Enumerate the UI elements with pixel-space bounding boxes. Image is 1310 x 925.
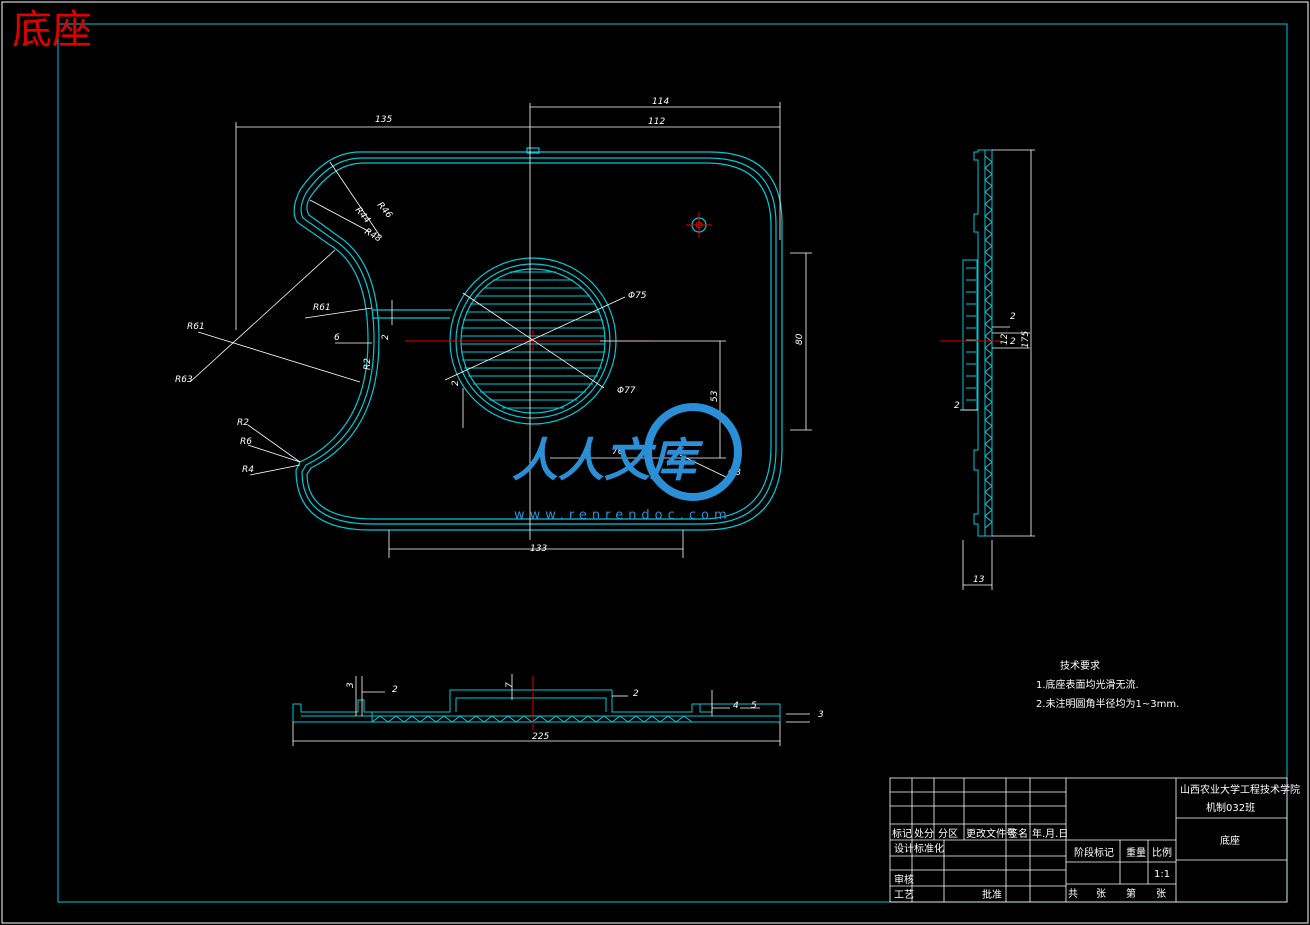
dim-r6: R6	[240, 437, 252, 447]
dim-12: 12	[1000, 333, 1010, 345]
dim-3-section: 3	[346, 682, 356, 688]
drawing-title: 底座	[12, 7, 92, 53]
tb-total: 共	[1068, 888, 1078, 900]
watermark-url: www.renrendoc.com	[514, 508, 732, 523]
tb-class: 机制032班	[1206, 801, 1255, 814]
dim-2-section-right: 2	[633, 689, 639, 699]
dim-r48: R48	[363, 227, 384, 245]
tb-sheets: 张	[1096, 888, 1106, 900]
dim-7: 7	[505, 682, 515, 688]
tb-rev-5: 年.月.日	[1032, 827, 1068, 840]
dim-r2: R2	[237, 418, 249, 428]
watermark: 人人文库 www.renrendoc.com	[512, 403, 742, 523]
dim-r4: R4	[242, 465, 254, 475]
tb-rev-2: 分区	[938, 828, 958, 840]
tech-item-1: 1.底座表面均光滑无流.	[1036, 678, 1139, 691]
watermark-text: 人人文库	[512, 433, 704, 487]
dim-phi75: Φ75	[628, 291, 647, 301]
dim-80: 80	[795, 333, 805, 345]
tech-requirements: 技术要求 1.底座表面均光滑无流. 2.未注明圆角半径均为1~3mm.	[1036, 659, 1179, 710]
dim-2-circle: 2	[451, 380, 461, 386]
dim-114: 114	[652, 97, 669, 107]
tb-standardize: 标准化	[914, 842, 944, 855]
tb-stage-mark: 阶段标记	[1074, 846, 1114, 859]
tb-rev-0: 标记	[892, 828, 912, 840]
side-view: 175 13 2 2 12 2	[940, 149, 1035, 590]
tb-process: 工艺	[894, 889, 914, 901]
dim-phi77: Φ77	[617, 386, 636, 396]
tb-school: 山西农业大学工程技术学院	[1180, 783, 1300, 796]
tb-sheet: 张	[1156, 888, 1166, 900]
tb-scale-value: 1:1	[1154, 869, 1170, 880]
tb-part-name: 底座	[1220, 834, 1240, 847]
tb-review: 审核	[894, 873, 914, 886]
tech-heading: 技术要求	[1060, 659, 1100, 672]
dim-r2-slot: R2	[363, 358, 373, 370]
dim-2-side-mid: 2	[1010, 337, 1016, 347]
tb-rev-1: 处分	[914, 828, 934, 840]
dim-2-side-low: 2	[954, 401, 960, 411]
dim-3-section-right: 3	[818, 710, 824, 720]
tb-rev-3: 更改文件号	[966, 827, 1016, 840]
dim-53: 53	[710, 390, 720, 402]
dim-r61-inner: R61	[313, 303, 331, 313]
dim-76: 76	[612, 447, 624, 457]
tb-rev-4: 签名	[1008, 827, 1028, 840]
dim-4: 4	[733, 701, 739, 711]
dim-r63: R63	[175, 375, 193, 385]
tb-approve: 批准	[982, 888, 1002, 901]
dim-135: 135	[375, 115, 392, 125]
dim-5: 5	[751, 701, 757, 711]
dim-112: 112	[648, 117, 665, 127]
tb-weight: 重量	[1126, 846, 1146, 859]
tb-scale: 比例	[1152, 846, 1172, 859]
dim-r44: R44	[353, 206, 372, 226]
dim-2-side-top: 2	[1010, 312, 1016, 322]
dim-6: 6	[334, 333, 340, 343]
tb-design: 设计	[894, 842, 914, 855]
dim-225: 225	[532, 732, 549, 742]
dim-13: 13	[973, 575, 985, 585]
dim-133: 133	[530, 544, 547, 554]
tb-page: 第	[1126, 887, 1136, 900]
dim-r46: R46	[375, 201, 394, 221]
tech-item-2: 2.未注明圆角半径均为1~3mm.	[1036, 697, 1179, 710]
inner-border	[57, 23, 1288, 903]
dim-175: 175	[1021, 331, 1031, 348]
section-view: 3 2 7 2 4 5 3 225	[292, 674, 824, 746]
dim-r61-outer: R61	[187, 322, 205, 332]
dim-2-section-left: 2	[392, 685, 398, 695]
title-block: 山西农业大学工程技术学院 机制032班 底座 标记 处分 分区 更改文件号 签名…	[889, 777, 1300, 903]
dim-2-plan: 2	[381, 334, 391, 340]
